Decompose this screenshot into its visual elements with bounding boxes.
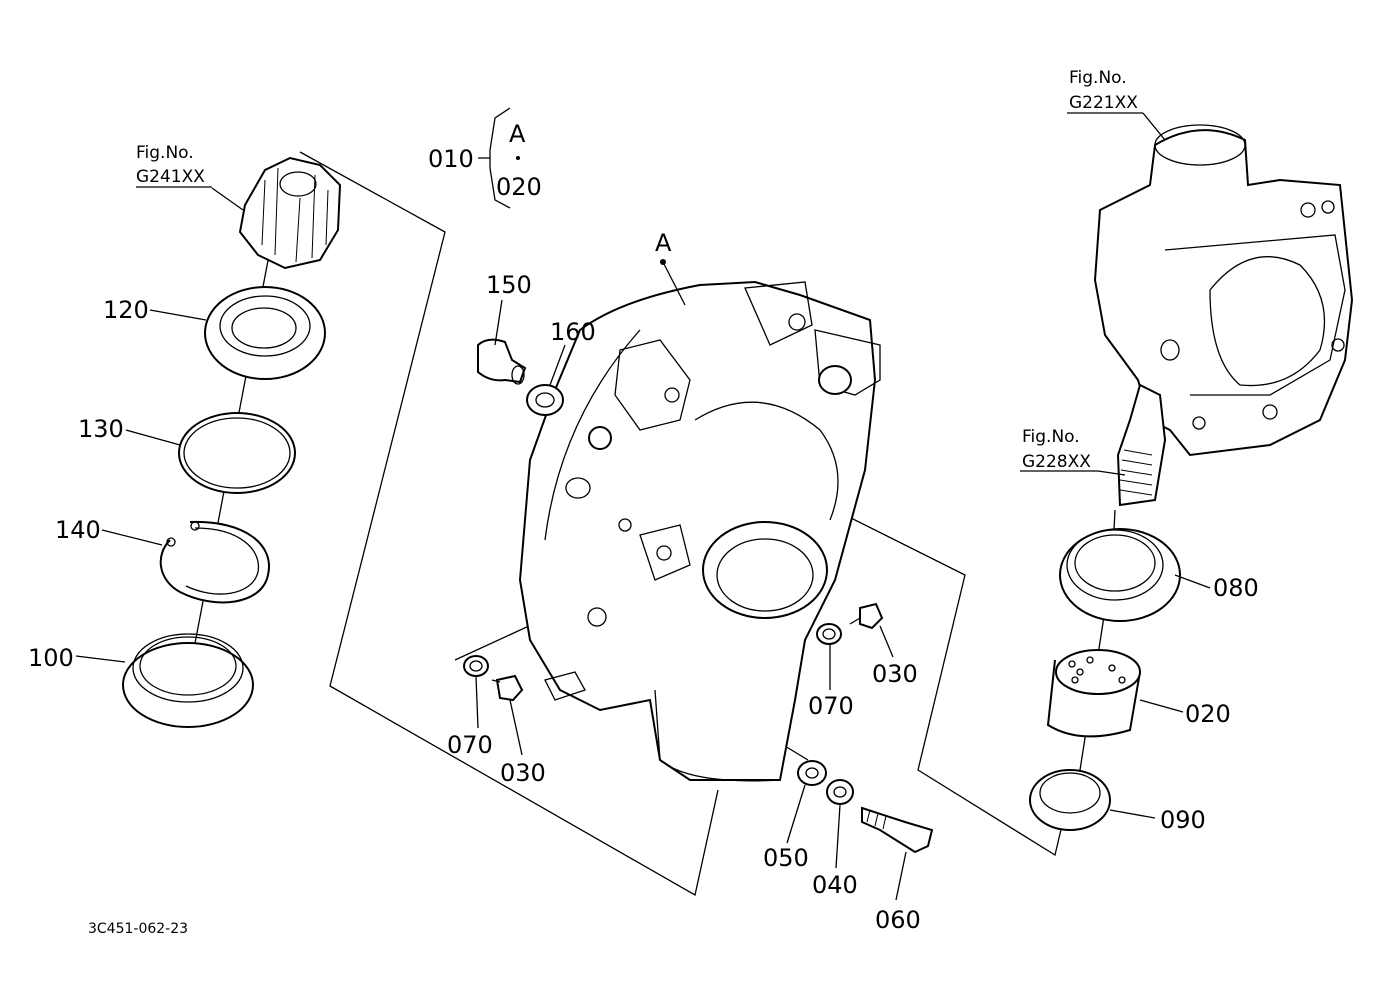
label-020-right: 020 <box>1185 700 1231 728</box>
gear-case-housing <box>518 280 881 782</box>
label-a-marker: A <box>655 229 672 257</box>
label-160: 160 <box>550 318 596 346</box>
label-030-right: 030 <box>872 660 918 688</box>
fig-ref-g228-title: Fig.No. <box>1022 427 1080 447</box>
label-a-group: A <box>509 120 526 148</box>
bearing-120 <box>204 286 326 380</box>
drawing-code: 3C451-062-23 <box>88 921 188 937</box>
bolt-030-left <box>491 674 524 702</box>
callout-labels: 010 A 020 A 150 160 120 130 140 100 070 … <box>28 120 1259 934</box>
leader-lines <box>75 107 1211 901</box>
label-070-right: 070 <box>808 692 854 720</box>
snap-ring-140 <box>159 520 270 604</box>
plug-150 <box>477 338 527 385</box>
fig-ref-g241-code: G241XX <box>136 167 205 187</box>
fig-ref-g221-title: Fig.No. <box>1069 68 1127 88</box>
o-ring-130 <box>178 412 296 494</box>
spline-shaft <box>1116 383 1167 507</box>
bolt-060 <box>861 806 934 854</box>
bevel-gear-pinion <box>238 156 342 270</box>
label-120: 120 <box>103 296 149 324</box>
steering-housing <box>1093 124 1354 457</box>
label-140: 140 <box>55 516 101 544</box>
washer-040 <box>826 779 854 805</box>
bearing-080 <box>1059 528 1181 622</box>
label-040: 040 <box>812 871 858 899</box>
label-010: 010 <box>428 145 474 173</box>
fig-ref-g241-title: Fig.No. <box>136 143 194 163</box>
washer-160 <box>526 384 564 416</box>
label-070-left: 070 <box>447 731 493 759</box>
label-150: 150 <box>486 271 532 299</box>
washer-070-left <box>463 655 489 677</box>
label-080: 080 <box>1213 574 1259 602</box>
label-090: 090 <box>1160 806 1206 834</box>
washer-070-right <box>816 623 842 645</box>
bolt-030-right <box>849 602 884 630</box>
label-050: 050 <box>763 844 809 872</box>
fig-ref-g228-code: G228XX <box>1022 452 1091 472</box>
seal-090 <box>1029 769 1111 831</box>
seal-100 <box>122 633 254 728</box>
label-020-group: 020 <box>496 173 542 201</box>
washer-050 <box>797 760 827 786</box>
bushing-020 <box>1046 649 1141 738</box>
label-060: 060 <box>875 906 921 934</box>
fig-ref-g221-code: G221XX <box>1069 93 1138 113</box>
figure-references: Fig.No. G241XX Fig.No. G221XX Fig.No. G2… <box>136 68 1138 472</box>
label-100: 100 <box>28 644 74 672</box>
label-030-left: 030 <box>500 759 546 787</box>
label-130: 130 <box>78 415 124 443</box>
